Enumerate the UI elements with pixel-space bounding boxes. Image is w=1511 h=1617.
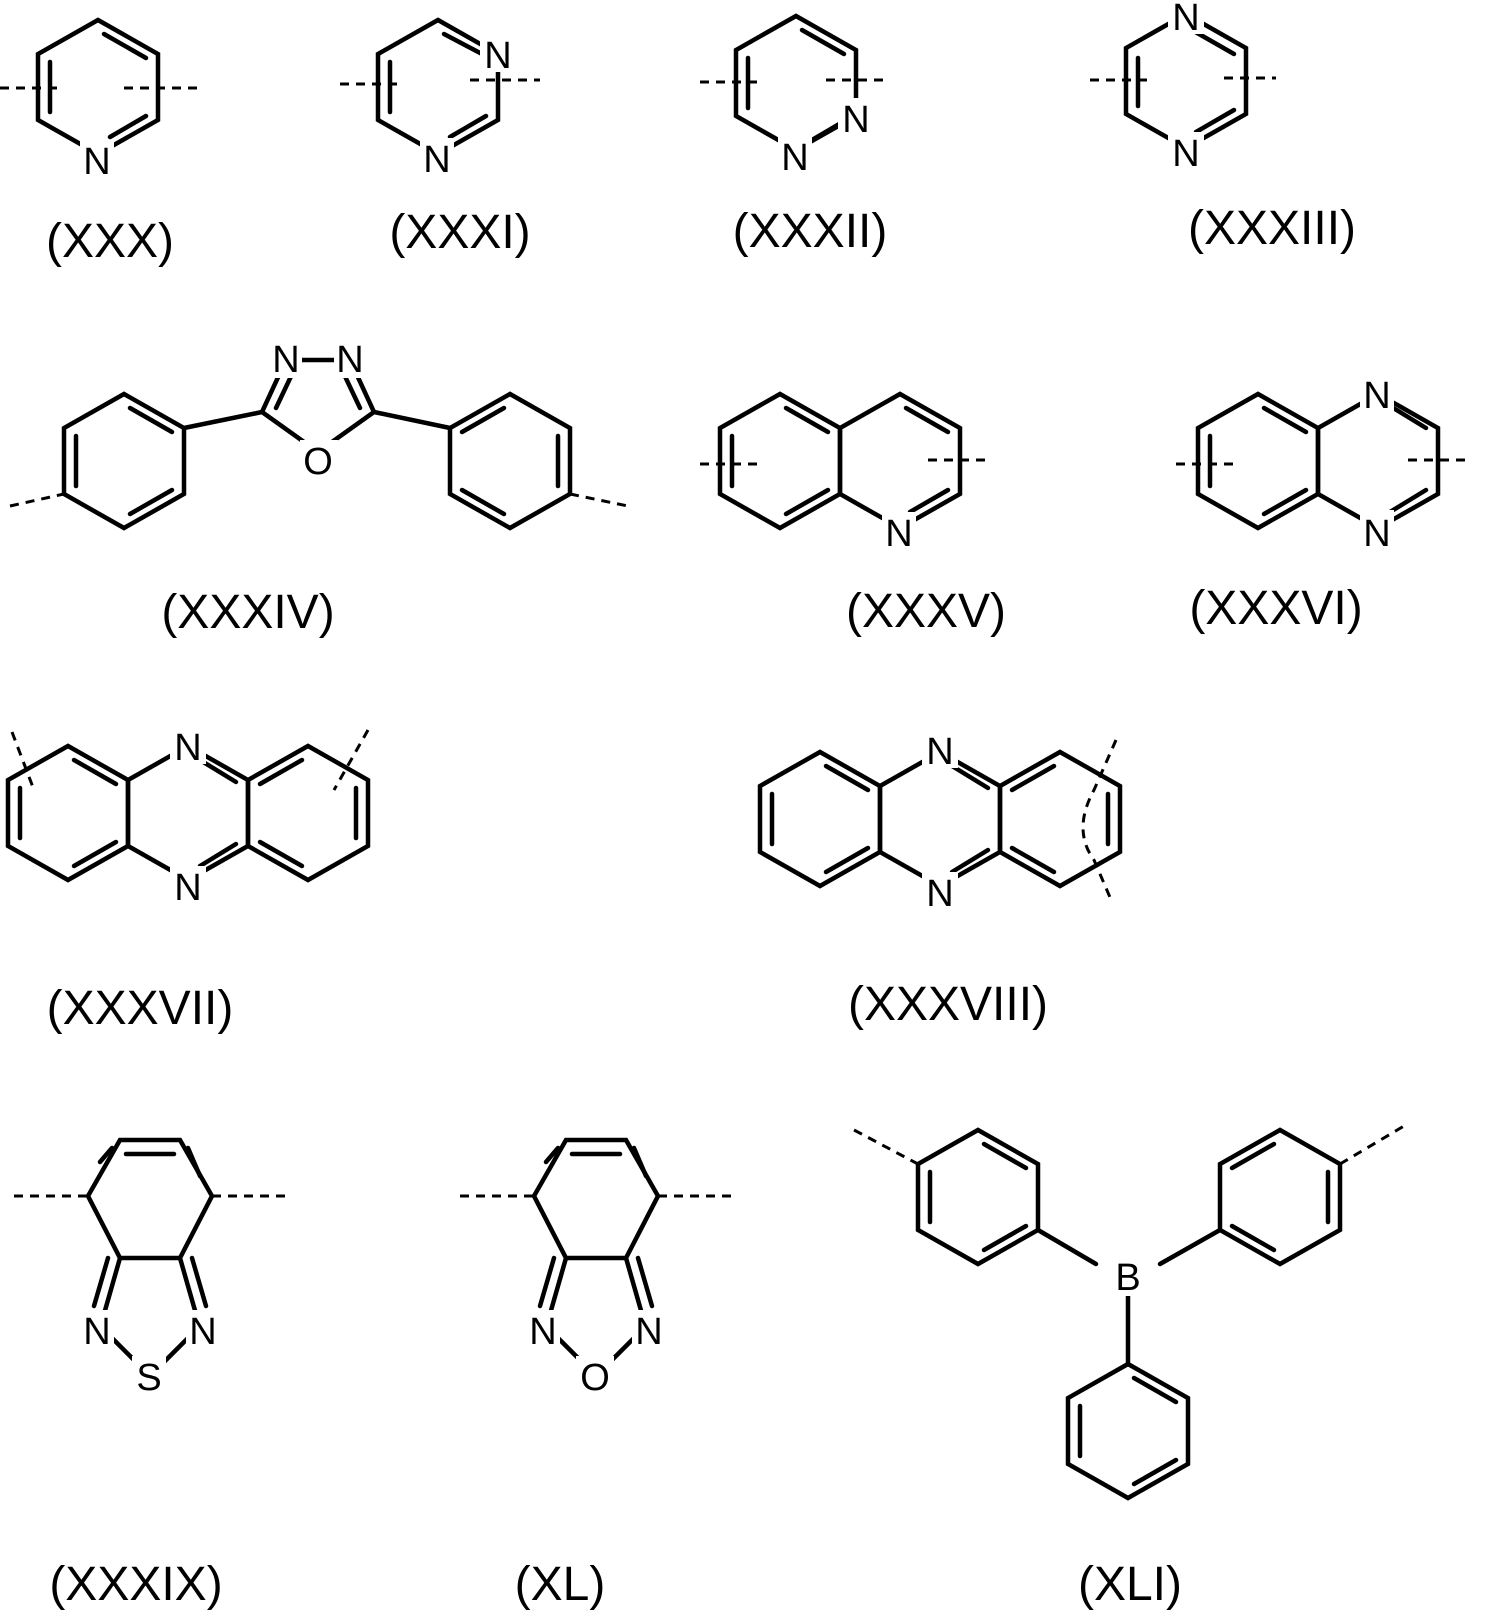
structure-xxxvii: N N (XXXVII) xyxy=(8,726,368,1035)
label-xxxiii: (XXXIII) xyxy=(1188,202,1356,255)
atom-label: O xyxy=(303,441,333,483)
atom-label: N xyxy=(336,339,363,381)
label-xxxii: (XXXII) xyxy=(733,205,888,258)
atom-label: N xyxy=(272,339,299,381)
atom-label: N xyxy=(1363,513,1390,555)
label-xxxix: (XXXIX) xyxy=(49,1558,222,1611)
label-xl: (XL) xyxy=(515,1558,606,1611)
label-xli: (XLI) xyxy=(1078,1558,1182,1611)
atom-label: N xyxy=(423,139,450,181)
atom-label: N xyxy=(1172,0,1199,39)
atom-label: N xyxy=(926,873,953,915)
atom-label: N xyxy=(1172,133,1199,175)
structure-xxxvi: N N (XXXVI) xyxy=(1176,374,1470,635)
label-xxxvii: (XXXVII) xyxy=(47,982,234,1035)
label-xxxviii: (XXXVIII) xyxy=(848,978,1048,1031)
atom-label: N xyxy=(842,99,869,141)
atom-label: N xyxy=(529,1311,556,1353)
structure-xxxix: N S N (XXXIX) xyxy=(14,1140,286,1611)
atom-label: N xyxy=(83,141,110,183)
atom-label: O xyxy=(580,1357,610,1399)
atom-label: N xyxy=(484,35,511,77)
atom-label: N xyxy=(885,513,912,555)
atom-label: N xyxy=(174,727,201,769)
atom-label: N xyxy=(635,1311,662,1353)
structure-xxxi: N N (XXXI) xyxy=(340,20,540,259)
atom-label: S xyxy=(136,1357,161,1399)
label-xxxi: (XXXI) xyxy=(389,206,530,259)
label-xxxiv: (XXXIV) xyxy=(161,586,334,639)
atom-label: N xyxy=(1363,375,1390,417)
label-xxxv: (XXXV) xyxy=(846,585,1006,638)
structure-xxxviii: N N (XXXVIII) xyxy=(760,730,1120,1031)
structure-xl: N O N (XL) xyxy=(460,1140,732,1611)
structure-xli: B (XLI) xyxy=(854,1126,1404,1611)
atom-label: N xyxy=(781,137,808,179)
atom-label: N xyxy=(189,1311,216,1353)
structure-xxxiii: N N (XXXIII) xyxy=(1090,0,1356,255)
atom-label: N xyxy=(83,1311,110,1353)
label-xxx: (XXX) xyxy=(46,215,174,268)
label-xxxvi: (XXXVI) xyxy=(1189,582,1362,635)
atom-label: N xyxy=(926,731,953,773)
atom-label: B xyxy=(1115,1257,1140,1299)
structure-xxx: N (XXX) xyxy=(0,20,198,268)
atom-label: N xyxy=(174,867,201,909)
structure-xxxii: N N (XXXII) xyxy=(700,16,887,258)
structure-xxxv: N (XXXV) xyxy=(700,394,1006,638)
structure-xxxiv: N N O (XXXIV) xyxy=(10,339,628,639)
